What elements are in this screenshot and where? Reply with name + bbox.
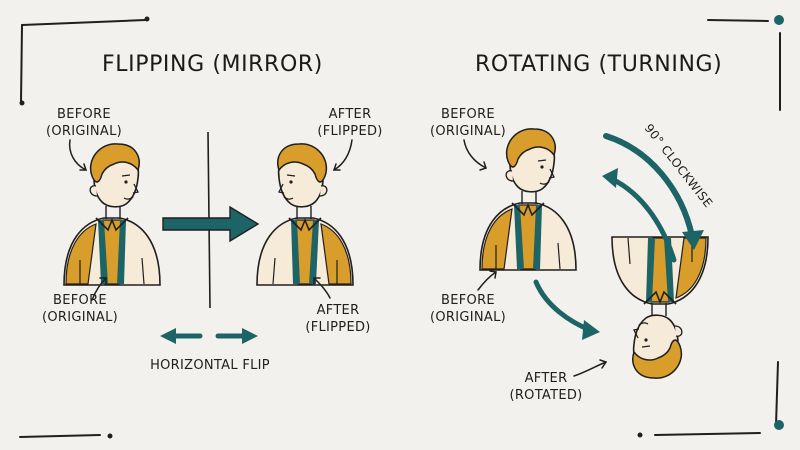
flip-arrow [162,205,260,243]
teal-dot-bottom [774,420,784,430]
flip-before-top-label: BEFORE (ORIGINAL) [45,107,122,139]
flipping-title: FLIPPING (MIRROR) [102,52,323,77]
person-rotated [611,236,709,379]
horizontal-flip-arrows [160,328,258,344]
person-flipped [256,143,354,286]
teal-dot-top [774,15,784,25]
rotate-before-top-label: BEFORE (ORIGINAL) [429,107,506,139]
pointer-arrows-rotate [463,139,608,377]
flip-before-bottom-label: BEFORE (ORIGINAL) [41,293,118,325]
flip-after-bottom-label: AFTER (FLIPPED) [305,303,371,335]
rotate-before-bottom-label: BEFORE (ORIGINAL) [429,293,506,325]
decorative-frame [19,16,781,439]
flip-after-top-label: AFTER (FLIPPED) [317,107,383,139]
rotating-title: ROTATING (TURNING) [475,52,723,77]
person-original-rotate [479,128,577,271]
horizontal-flip-caption: HORIZONTAL FLIP [150,358,270,373]
rotation-arrows [533,133,704,340]
rotate-after-label: AFTER (ROTATED) [509,371,583,403]
pointer-arrows-flip [68,139,353,301]
